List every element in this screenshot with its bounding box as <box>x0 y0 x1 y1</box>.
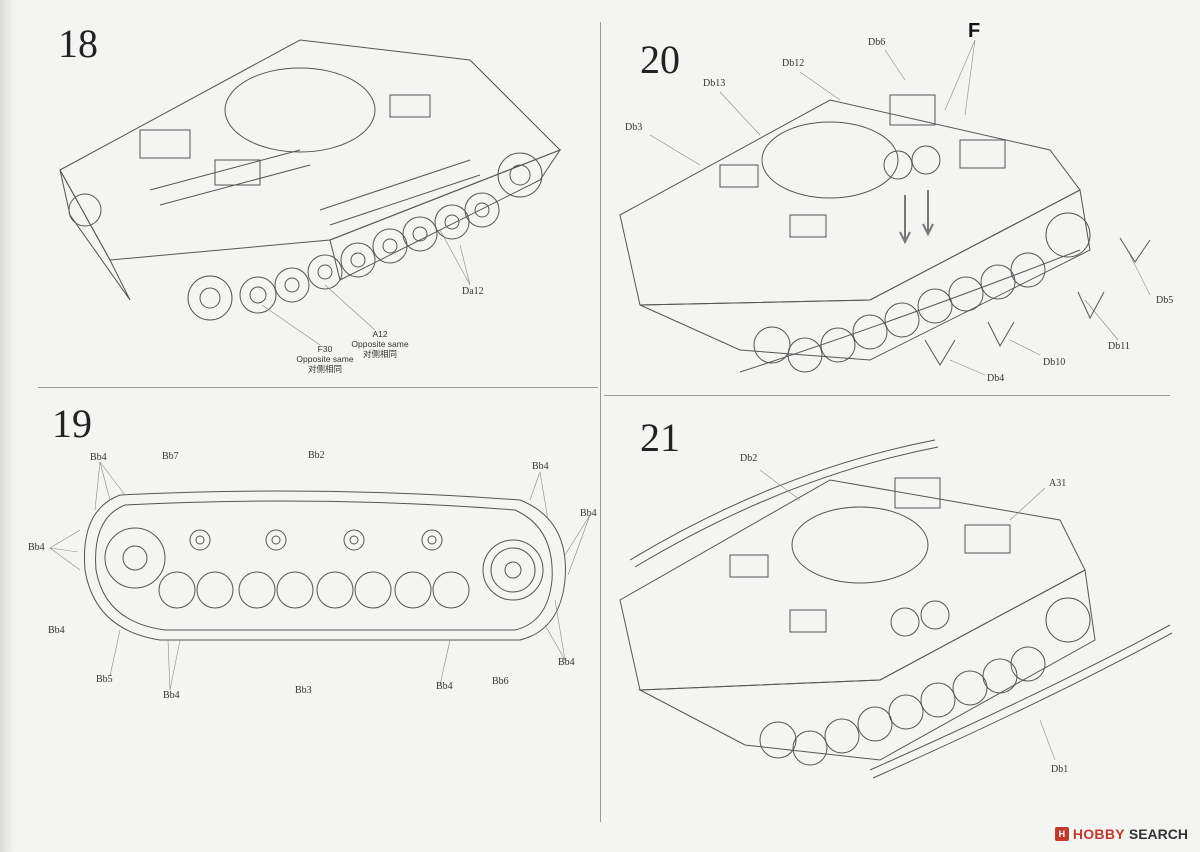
step21-wheels <box>759 597 1091 766</box>
note-f30: F30 Opposite same 对侧相同 <box>290 344 360 374</box>
callout-bb4-bottom-right: Bb4 <box>436 681 453 692</box>
page-binding-shadow <box>0 0 14 852</box>
step-number-19: 19 <box>52 401 92 446</box>
note-f30-en: Opposite same <box>296 353 354 364</box>
callout-db1: Db1 <box>1051 764 1069 775</box>
step18-tank-hull <box>59 39 562 301</box>
step21-track-guards <box>629 439 1173 779</box>
horizontal-divider-left <box>38 387 598 388</box>
callout-a31: A31 <box>1049 478 1067 489</box>
callout-f-part: F <box>968 20 981 42</box>
callout-bb3: Bb3 <box>295 685 312 696</box>
step21-tank-hull <box>619 477 1096 761</box>
step-number-18: 18 <box>58 21 98 66</box>
brand-text-2: SEARCH <box>1128 826 1188 842</box>
callout-bb4-lower-left: Bb4 <box>48 625 65 636</box>
callout-db12: Db12 <box>782 58 805 69</box>
step18-leader-lines <box>261 229 471 346</box>
step21-leader-lines <box>759 469 1056 761</box>
callout-bb4-right: Bb4 <box>580 508 597 519</box>
callout-bb4-lower-right: Bb4 <box>558 657 575 668</box>
step19-leader-lines <box>49 461 591 691</box>
step19-track-diagram <box>83 490 566 641</box>
watermark-logo: H HOBBY SEARCH <box>1054 826 1188 842</box>
callout-bb2: Bb2 <box>308 450 325 461</box>
callout-db3: Db3 <box>625 122 643 133</box>
callout-bb7: Bb7 <box>162 451 179 462</box>
brand-icon: H <box>1054 827 1069 841</box>
step20-leader-lines <box>649 39 1151 376</box>
callout-db10: Db10 <box>1043 357 1066 368</box>
step20-wheels <box>739 212 1091 373</box>
note-a12-en: Opposite same <box>351 338 409 349</box>
callout-bb4-left: Bb4 <box>28 542 45 553</box>
step18-road-wheels <box>68 152 543 321</box>
brand-text: HOBBY <box>1072 826 1125 842</box>
note-f30-code: F30 <box>317 344 333 354</box>
callout-bb5: Bb5 <box>96 674 113 685</box>
note-a12-code: A12 <box>372 329 388 339</box>
callout-bb6: Bb6 <box>492 676 509 687</box>
note-f30-cn: 对侧相同 <box>307 363 342 374</box>
note-a12-cn: 对侧相同 <box>362 348 397 359</box>
vertical-divider <box>600 22 601 822</box>
callout-bb4-top-left: Bb4 <box>90 452 107 463</box>
step20-brackets <box>924 237 1151 366</box>
callout-bb4-bottom: Bb4 <box>163 690 180 701</box>
horizontal-divider-right <box>604 395 1170 396</box>
callout-bb4-top-right: Bb4 <box>532 461 549 472</box>
callout-db2: Db2 <box>740 453 758 464</box>
callout-db5: Db5 <box>1156 295 1174 306</box>
note-a12: A12 Opposite same 对侧相同 <box>345 329 415 359</box>
step-number-21: 21 <box>640 415 680 460</box>
step20-assembly-arrows <box>899 190 934 245</box>
callout-db6: Db6 <box>868 37 886 48</box>
step20-tank-hull <box>619 94 1091 361</box>
callout-db13: Db13 <box>703 78 726 89</box>
callout-da12: Da12 <box>462 286 484 297</box>
callout-db11: Db11 <box>1108 341 1130 352</box>
step-number-20: 20 <box>640 37 680 82</box>
callout-db4: Db4 <box>987 373 1005 384</box>
